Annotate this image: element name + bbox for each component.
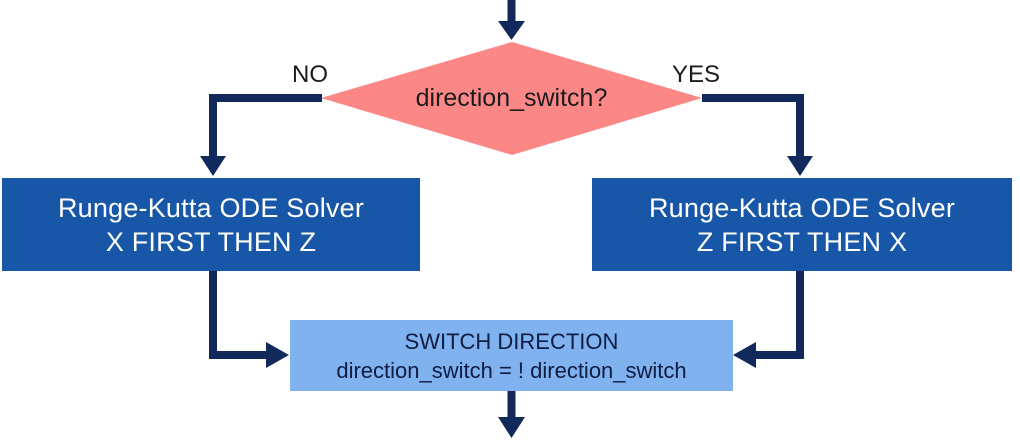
switch-direction-box: SWITCH DIRECTION direction_switch = ! di…	[290, 320, 733, 391]
exit-arrow-head-icon	[498, 417, 525, 438]
branch-label-no: NO	[292, 61, 328, 88]
solver-box-x-first: Runge-Kutta ODE Solver X FIRST THEN Z	[2, 178, 420, 271]
solver-box-x-first-title: Runge-Kutta ODE Solver	[57, 192, 365, 223]
solver-box-z-first-subtitle: Z FIRST THEN X	[696, 226, 908, 257]
decision-diamond	[321, 42, 702, 155]
decision-label: direction_switch?	[415, 84, 608, 112]
no-branch-arrow-head-icon	[200, 156, 226, 176]
yes-branch-arrow-head-icon	[787, 156, 813, 176]
switch-direction-title: SWITCH DIRECTION	[404, 328, 619, 354]
right-to-switch-arrow-line	[756, 271, 804, 359]
no-branch-arrow-line	[209, 94, 322, 158]
left-to-switch-arrow-line	[209, 271, 266, 359]
entry-arrow-head-icon	[498, 21, 525, 40]
solver-box-x-first-subtitle: X FIRST THEN Z	[105, 226, 317, 257]
right-to-switch-arrow-head-icon	[733, 342, 756, 368]
solver-box-z-first-title: Runge-Kutta ODE Solver	[648, 192, 956, 223]
switch-direction-expression: direction_switch = ! direction_switch	[336, 357, 687, 383]
left-to-switch-arrow-head-icon	[266, 342, 289, 368]
branch-label-yes: YES	[671, 61, 721, 88]
yes-branch-arrow-line	[702, 94, 804, 158]
solver-box-z-first: Runge-Kutta ODE Solver Z FIRST THEN X	[592, 178, 1012, 271]
